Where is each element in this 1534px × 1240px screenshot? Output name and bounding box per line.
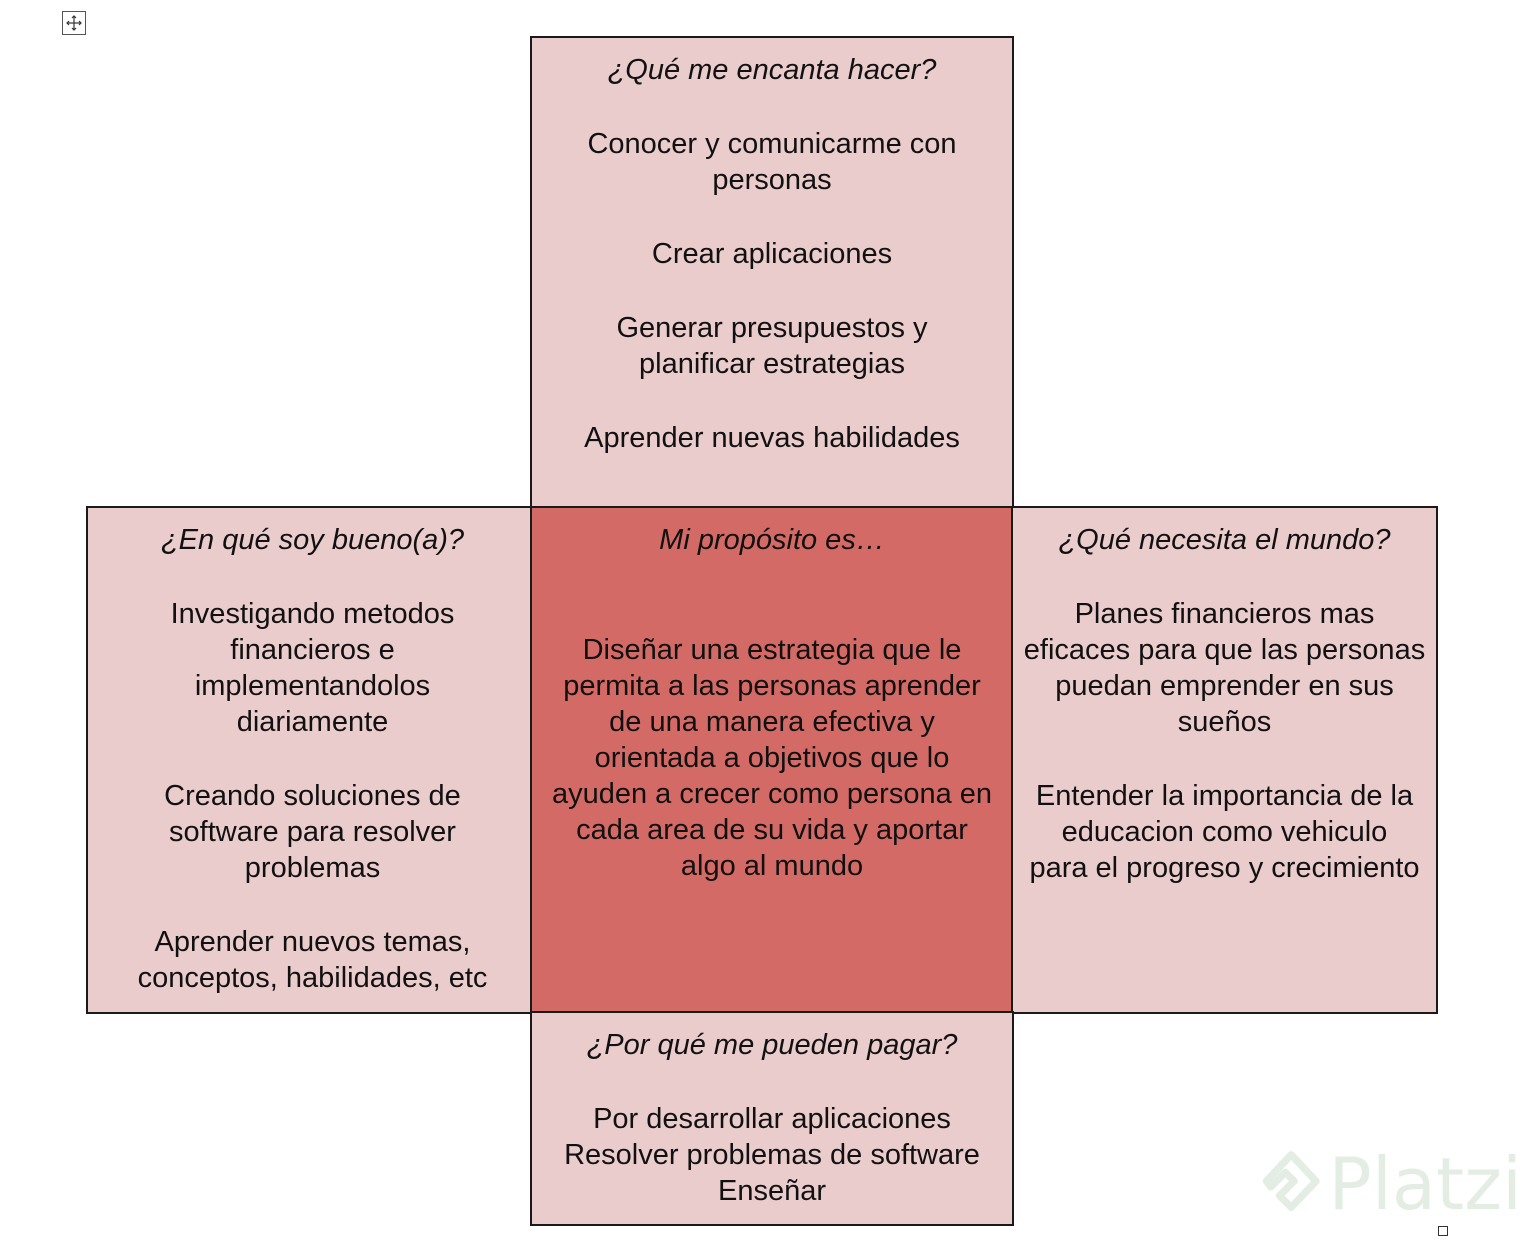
cell-what-im-good-at[interactable]: ¿En qué soy bueno(a)? Investigando metod… (86, 506, 533, 1014)
platzi-watermark: Platzi (1262, 1140, 1522, 1228)
cell-item: Investigando metodos financieros e imple… (170, 598, 455, 738)
cell-heading: ¿En qué soy bueno(a)? (160, 524, 465, 556)
platzi-logo-icon (1262, 1151, 1320, 1212)
cell-item: Enseñar (717, 1175, 826, 1207)
cell-what-i-love[interactable]: ¿Qué me encanta hacer? Conocer y comunic… (530, 36, 1014, 509)
cell-heading: Mi propósito es… (659, 524, 885, 556)
cell-item: Resolver problemas de software (564, 1139, 980, 1171)
cell-item: Crear aplicaciones (651, 238, 893, 270)
cell-item: Planes financieros mas eficaces para que… (1023, 598, 1426, 738)
cell-item: Por desarrollar aplicaciones (593, 1103, 951, 1135)
cell-item: Aprender nuevos temas, conceptos, habili… (137, 926, 488, 994)
cell-heading: ¿Qué me encanta hacer? (607, 54, 937, 86)
cell-item: Creando soluciones de software para reso… (164, 780, 461, 884)
cell-item: Conocer y comunicarme con personas (587, 128, 957, 196)
cell-item: Entender la importancia de la educacion … (1029, 780, 1420, 884)
cell-item: Aprender nuevas habilidades (584, 422, 960, 454)
table-move-handle[interactable] (62, 11, 86, 35)
move-arrows-icon (66, 15, 82, 31)
watermark-text: Platzi (1328, 1142, 1522, 1226)
purpose-text: Diseñar una estrategia que le permita a … (551, 634, 993, 882)
resize-handle-icon[interactable] (1438, 1226, 1448, 1236)
cell-my-purpose[interactable]: Mi propósito es… Diseñar una estrategia … (530, 506, 1014, 1014)
cell-heading: ¿Por qué me pueden pagar? (586, 1029, 958, 1061)
cell-item: Generar presupuestos y planificar estrat… (616, 312, 928, 380)
cell-what-i-can-be-paid-for[interactable]: ¿Por qué me pueden pagar? Por desarrolla… (530, 1011, 1014, 1226)
cell-what-world-needs[interactable]: ¿Qué necesita el mundo? Planes financier… (1011, 506, 1438, 1014)
cell-heading: ¿Qué necesita el mundo? (1058, 524, 1391, 556)
